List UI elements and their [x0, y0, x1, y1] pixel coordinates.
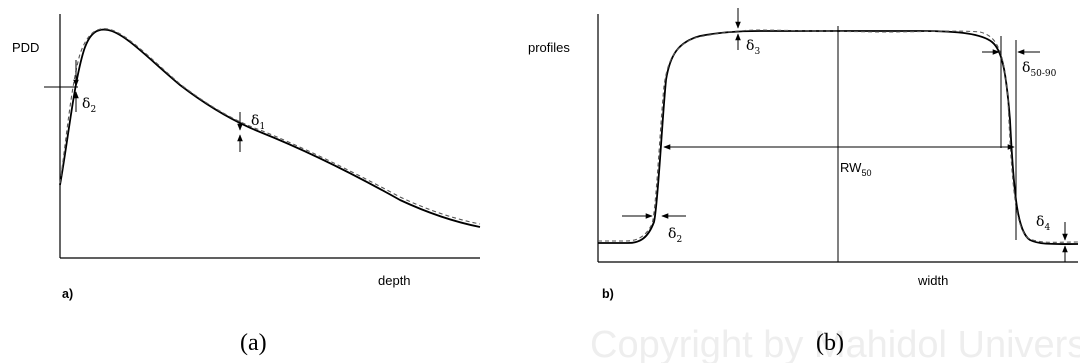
panel-a-delta1-label: δ1	[251, 113, 265, 132]
panel-b-calculated-profile	[598, 29, 1079, 243]
panel-a-panel-label: a)	[62, 287, 73, 301]
panel-a: δ2 δ1 PDD depth a)	[12, 14, 481, 301]
panel-b-xlabel: width	[917, 273, 948, 288]
watermark-text: Copyright by Mahidol University	[590, 324, 1080, 363]
caption-b: (b)	[816, 330, 844, 356]
panel-b-rw50-label: RW50	[840, 160, 871, 178]
panel-a-calculated-curve	[59, 28, 481, 225]
panel-b-delta5090-label: δ50-90	[1022, 60, 1057, 79]
panel-a-delta2-label: δ2	[82, 96, 96, 115]
panel-b-panel-label: b)	[602, 287, 614, 301]
panel-b-delta4-label: δ4	[1036, 214, 1050, 233]
panel-a-ylabel: PDD	[12, 40, 39, 55]
panel-b: δ3 δ50-90 RW50 δ2 δ4 profiles width b)	[528, 8, 1079, 301]
panel-b-delta2-label: δ2	[668, 226, 682, 245]
panel-b-delta3-label: δ3	[746, 38, 760, 57]
panel-a-measured-curve	[59, 28, 481, 228]
panel-b-ylabel: profiles	[528, 40, 570, 55]
caption-a: (a)	[240, 330, 267, 356]
panel-a-xlabel: depth	[378, 273, 411, 288]
